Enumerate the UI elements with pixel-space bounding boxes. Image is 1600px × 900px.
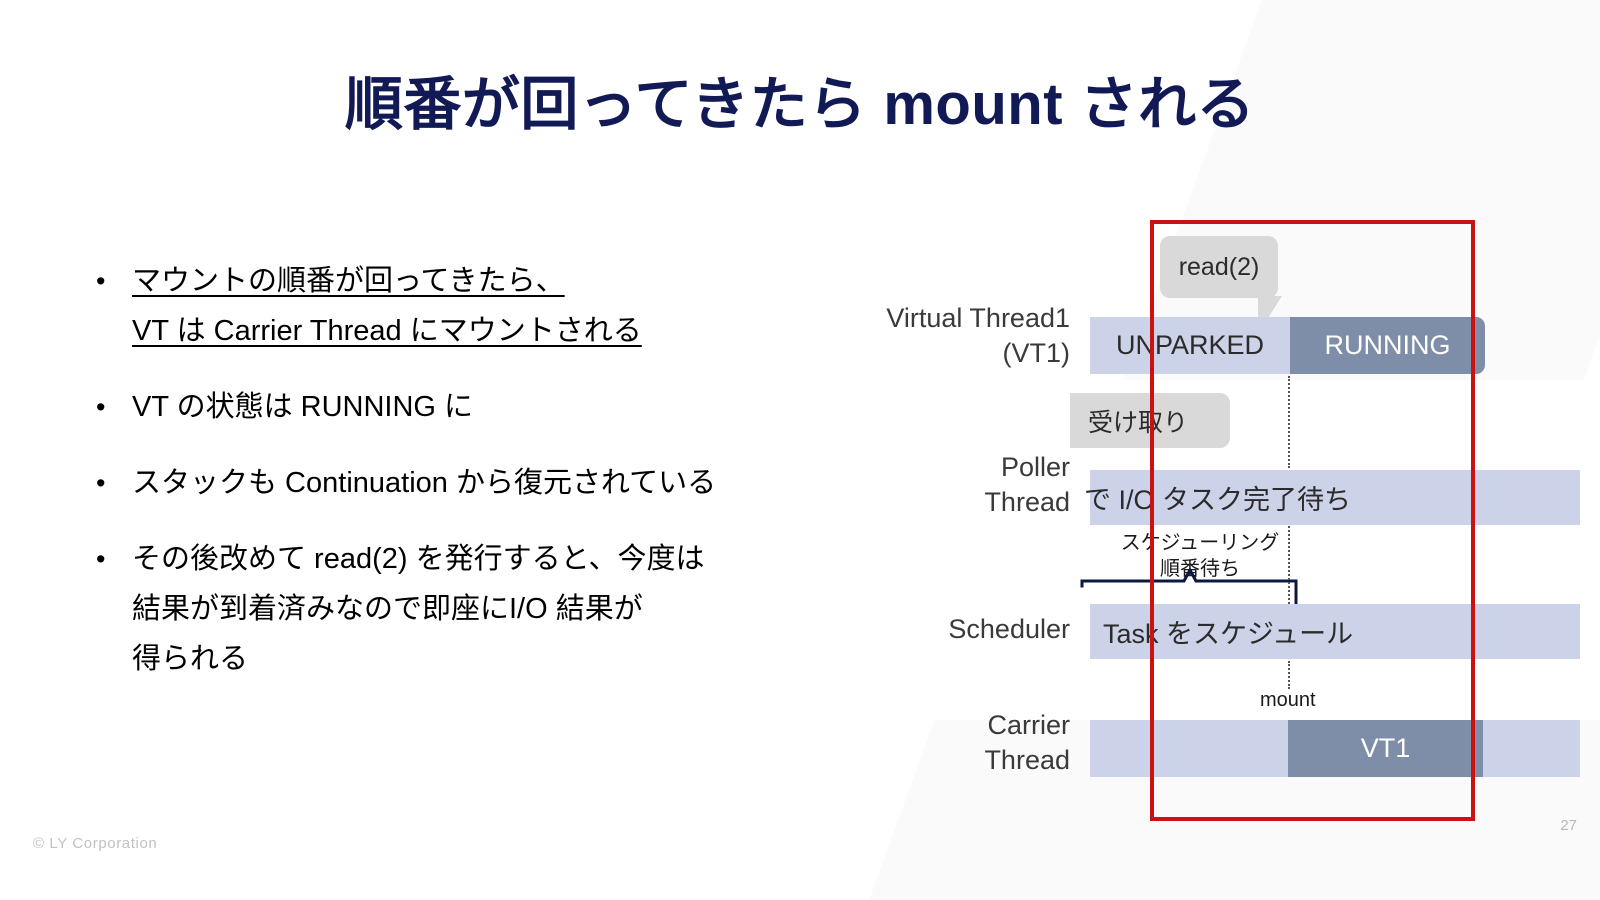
callout-receive-label: 受け取り [1088, 408, 1189, 437]
guide-line-middle [1288, 526, 1290, 604]
bullet-marker: • [96, 392, 106, 422]
callout-read: read(2) [1160, 236, 1278, 298]
lane-text-poller: で I/O タスク完了待ち [1084, 470, 1351, 525]
block-vt1: VT1 [1288, 720, 1483, 777]
footer-copyright: © LY Corporation [33, 835, 158, 852]
lane-text-poller-label: で I/O タスク完了待ち [1084, 485, 1352, 515]
block-running: RUNNING [1290, 317, 1485, 374]
bracket-label-line-2: 順番待ち [1160, 558, 1240, 580]
bullet-marker: • [96, 544, 106, 574]
bullet-text: マウントの順番が回ってきたら、 VT は Carrier Thread にマウン… [132, 256, 878, 356]
mount-label-text: mount [1260, 689, 1316, 711]
bullet-text: スタックも Continuation から復元されている [132, 458, 878, 508]
bullet-line: マウントの順番が回ってきたら、 [132, 265, 565, 297]
bullet-item: • マウントの順番が回ってきたら、 VT は Carrier Thread にマ… [88, 256, 878, 356]
bullet-text: VT の状態は RUNNING に [132, 382, 878, 432]
thread-timeline-diagram: read(2) Virtual Thread1 (VT1) UNPARKED R… [820, 200, 1580, 840]
block-unparked-label: UNPARKED [1115, 330, 1265, 360]
bullet-line: その後改めて read(2) を発行すると、今度は [132, 543, 705, 575]
lane-poller-thread [1090, 470, 1580, 525]
bracket-annotation-label: スケジューリング 順番待ち [1020, 530, 1380, 582]
slide-title: 順番が回ってきたら mount される [344, 72, 1256, 137]
bullet-line: 結果が到着済みなので即座にI/O 結果が [132, 593, 643, 625]
row-label-poller-thread: Poller Thread [820, 450, 1070, 520]
mount-annotation-label: mount [1260, 689, 1316, 712]
block-unparked: UNPARKED [1090, 317, 1290, 374]
callout-read-label: read(2) [1178, 252, 1260, 281]
row-label-line-1: Poller [1000, 452, 1070, 482]
row-label-line-2: (VT1) [1002, 338, 1071, 368]
row-label-line-1: Scheduler [948, 614, 1070, 644]
callout-receive: 受け取り [1070, 393, 1230, 448]
guide-line-upper [1288, 376, 1290, 468]
callout-read-tail [1258, 296, 1282, 318]
bullet-line: 得られる [132, 643, 249, 675]
bullet-text: その後改めて read(2) を発行すると、今度は 結果が到着済みなので即座にI… [132, 534, 878, 684]
bullet-list: • マウントの順番が回ってきたら、 VT は Carrier Thread にマ… [88, 256, 878, 710]
bullet-marker: • [96, 468, 106, 498]
row-label-scheduler: Scheduler [820, 612, 1070, 647]
page-number: 27 [1560, 817, 1577, 834]
bullet-item: • その後改めて read(2) を発行すると、今度は 結果が到着済みなので即座… [88, 534, 878, 684]
bullet-line: VT の状態は RUNNING に [132, 391, 474, 423]
row-label-virtual-thread1: Virtual Thread1 (VT1) [820, 301, 1070, 371]
bullet-line: スタックも Continuation から復元されている [132, 467, 717, 499]
row-label-carrier-thread: Carrier Thread [820, 708, 1070, 778]
guide-line-lower [1288, 661, 1290, 689]
row-label-line-1: Virtual Thread1 [886, 303, 1070, 333]
bracket-label-line-1: スケジューリング [1120, 532, 1280, 554]
row-label-line-2: Thread [984, 745, 1070, 775]
bullet-item: • スタックも Continuation から復元されている [88, 458, 878, 508]
lane-scheduler [1090, 604, 1580, 659]
bracket-curly [1080, 566, 1298, 614]
bullet-item: • VT の状態は RUNNING に [88, 382, 878, 432]
lane-text-scheduler: Task をスケジュール [1103, 604, 1353, 659]
lane-text-scheduler-label: Task をスケジュール [1103, 619, 1354, 649]
block-running-label: RUNNING [1324, 330, 1451, 360]
block-vt1-label: VT1 [1360, 733, 1411, 763]
bullet-marker: • [96, 266, 106, 296]
row-label-line-1: Carrier [987, 710, 1070, 740]
row-label-line-2: Thread [984, 487, 1070, 517]
bullet-line: VT は Carrier Thread にマウントされる [132, 315, 642, 347]
